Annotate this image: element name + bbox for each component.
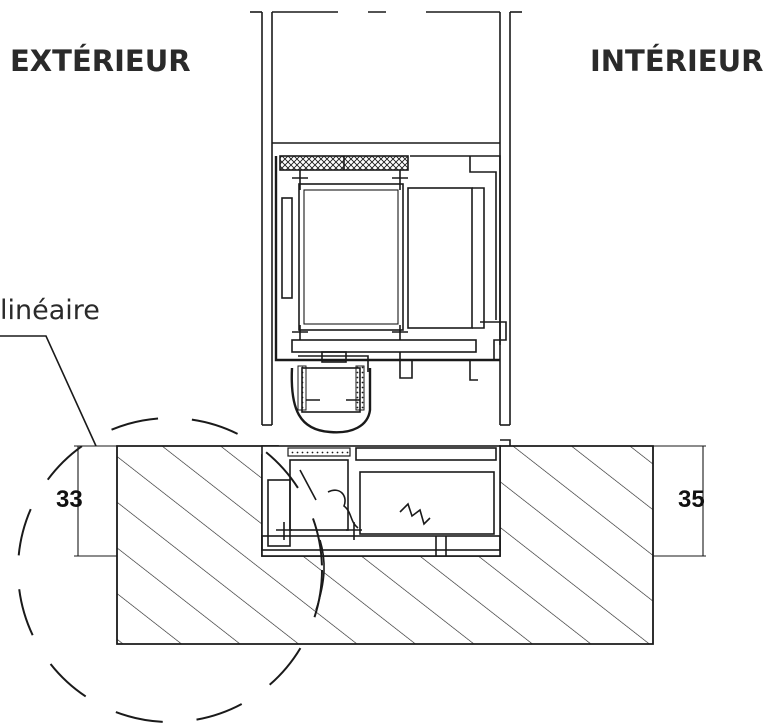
sill-profile [261, 439, 511, 611]
sash-profile [274, 155, 507, 381]
thermal-break [290, 351, 372, 434]
callout-leader [0, 335, 97, 447]
callout-label: linéaire [0, 295, 100, 326]
exterior-label: EXTÉRIEUR [10, 44, 191, 78]
interior-label: INTÉRIEUR [590, 44, 763, 78]
dimension-left: 33 [56, 486, 83, 513]
upper-frame [250, 11, 522, 426]
detail-circle [17, 417, 323, 723]
dimension-right: 35 [678, 486, 705, 513]
